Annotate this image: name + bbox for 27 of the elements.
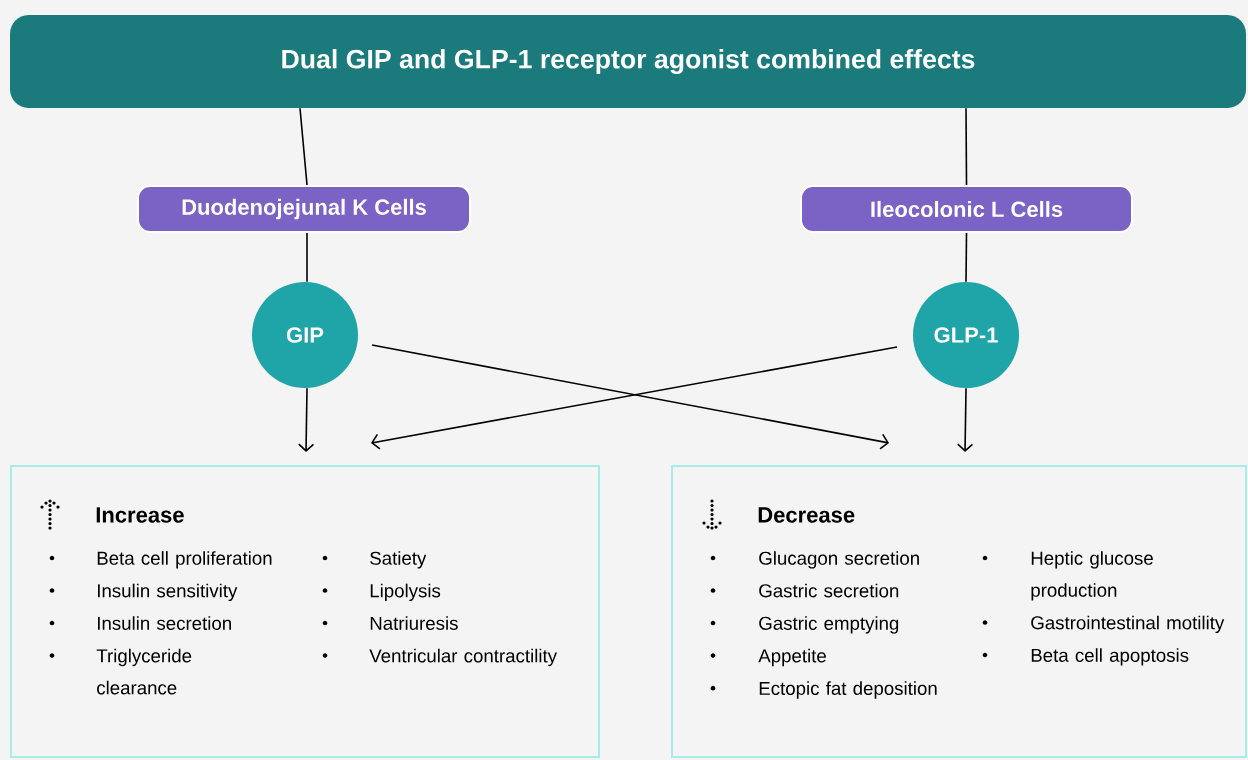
list-item: Insulin secretion bbox=[49, 616, 231, 630]
cell-type-label: Ileocolonic L Cells bbox=[800, 185, 1133, 233]
arrow bbox=[957, 387, 974, 452]
list-item: Gastrointestinal motility bbox=[982, 615, 1225, 634]
connector-line bbox=[965, 107, 968, 186]
list-item: Insulin sensitivity bbox=[49, 583, 238, 602]
arrow bbox=[298, 387, 315, 452]
connector-line bbox=[965, 232, 968, 283]
list-item: Glucagon secretion bbox=[710, 551, 919, 569]
connector-line bbox=[306, 232, 308, 283]
list-item: Gastric emptying bbox=[710, 616, 899, 634]
panel-heading: Increase bbox=[96, 507, 184, 523]
list-item: Lipolysis bbox=[322, 583, 441, 602]
list-item: Triglyceride clearance bbox=[49, 648, 192, 695]
list-item: Gastric secretion bbox=[710, 583, 899, 598]
list-item: Beta cell apoptosis bbox=[982, 648, 1189, 666]
connector-line bbox=[299, 107, 308, 186]
list-item: Ectopic fat deposition bbox=[710, 681, 937, 699]
title-banner: Dual GIP and GLP-1 receptor agonist combined effects bbox=[10, 15, 1246, 108]
list-item: Natriuresis bbox=[322, 616, 458, 630]
list-item: Ventricular contractility bbox=[322, 648, 557, 667]
list-item: Beta cell proliferation bbox=[49, 551, 272, 569]
list-item: Heptic glucose production bbox=[982, 551, 1153, 601]
list-item: Satiety bbox=[322, 551, 427, 569]
cell-type-label: Duodenojejunal K Cells bbox=[137, 185, 471, 233]
list-item: Appetite bbox=[710, 648, 826, 667]
panel-heading: Decrease bbox=[758, 507, 855, 523]
